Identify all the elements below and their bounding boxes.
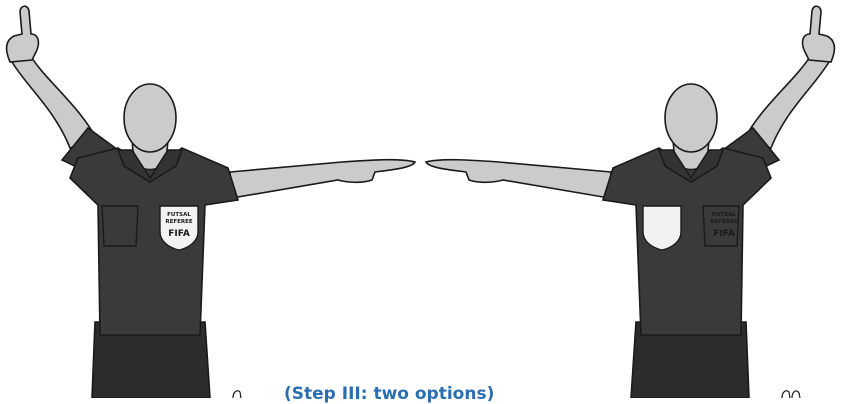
badge-line3-right: FIFA [713,229,735,239]
badge-line1-left: FUTSAL [167,212,191,218]
badge-line2-right: REFEREE [710,219,737,225]
referee-right: FUTSAL REFEREE FIFA [426,6,834,398]
step-caption: (Step III: two options) [284,384,494,404]
badge-line1-right: FUTSAL [712,212,736,218]
badge-line2-left: REFEREE [165,219,192,225]
partial-hand-left [233,391,241,398]
badge-line3-left: FIFA [168,229,190,239]
partial-hand-right [782,391,800,398]
referee-left: FUTSAL REFEREE FIFA [7,6,415,398]
